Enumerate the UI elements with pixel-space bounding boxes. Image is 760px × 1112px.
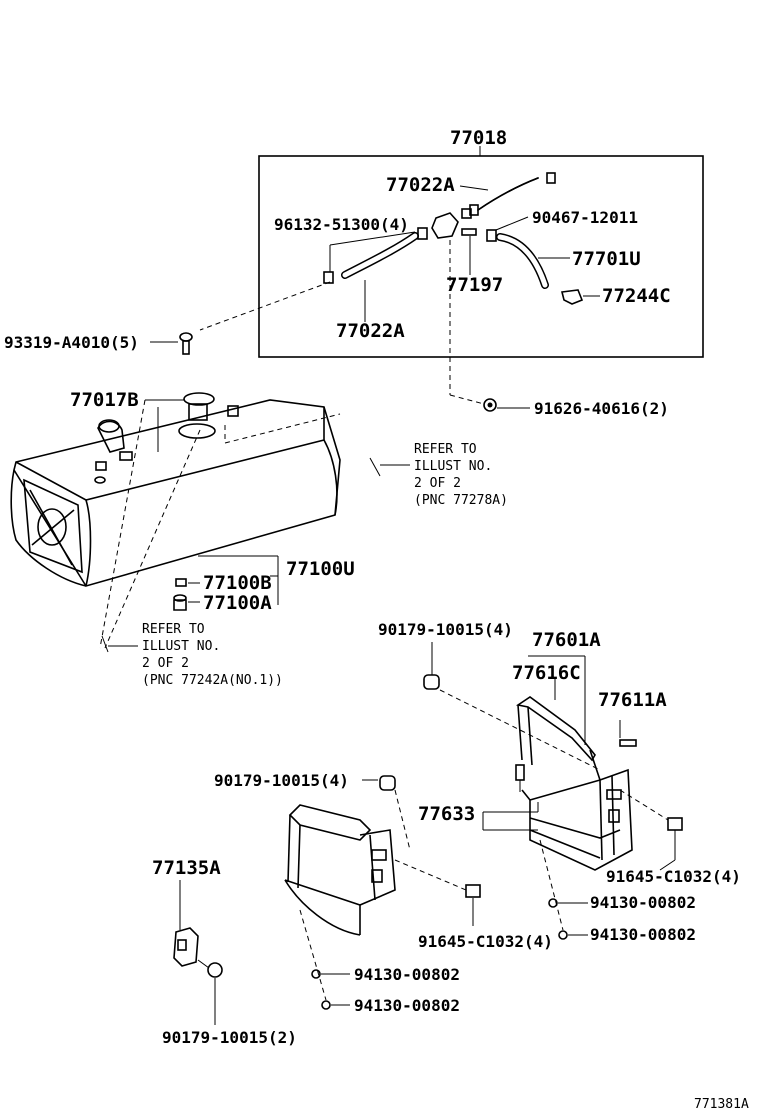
label-91626-40616: 91626-40616(2) <box>534 399 669 418</box>
clamp-96132 <box>417 227 428 240</box>
nut-90179-top <box>423 674 440 690</box>
joint-fitting <box>431 212 459 239</box>
label-77022a-bottom: 77022A <box>336 320 405 342</box>
label-77616c: 77616C <box>512 662 581 684</box>
label-90179-10015-mid: 90179-10015(4) <box>214 771 349 790</box>
label-77022a-top: 77022A <box>386 174 455 196</box>
nut-90179-bot <box>207 962 223 978</box>
fuel-tank <box>10 392 341 611</box>
gasket-77100b <box>175 578 187 587</box>
hose-clip-top <box>546 172 556 184</box>
refer-note-1-line3: 2 OF 2 <box>414 476 461 491</box>
bolt-91645-right <box>667 817 683 831</box>
carrier-right <box>423 642 683 940</box>
nut-90179-mid <box>379 775 396 791</box>
bracket-77244c <box>561 289 584 305</box>
label-77100u: 77100U <box>286 558 355 580</box>
refer-note-2-line4: (PNC 77242A(NO.1)) <box>142 673 283 688</box>
label-90179-10015-bottom: 90179-10015(2) <box>162 1028 297 1047</box>
refer-note-1-line2: ILLUST NO. <box>414 459 492 474</box>
hose-kit-box <box>258 155 704 358</box>
drain-plug-77100a <box>173 599 187 611</box>
label-77611a: 77611A <box>598 689 667 711</box>
label-96132-51300: 96132-51300(4) <box>274 215 409 234</box>
label-94130-00802-r1: 94130-00802 <box>590 893 696 912</box>
refer-note-1-line1: REFER TO <box>414 442 477 457</box>
label-77601a: 77601A <box>532 629 601 651</box>
hose-kit-group <box>258 146 704 358</box>
label-77701u: 77701U <box>572 248 641 270</box>
label-77017b: 77017B <box>70 389 139 411</box>
gauge-plate-77017b <box>183 392 215 406</box>
label-77135a: 77135A <box>152 857 221 879</box>
bracket-77135a <box>173 880 223 1025</box>
refer-note-2-line1: REFER TO <box>142 622 205 637</box>
refer-note-2-line2: ILLUST NO. <box>142 639 220 654</box>
bolt-93319 <box>150 332 193 355</box>
bolt-91645-mid <box>465 884 481 898</box>
illustration-id: 771381A <box>694 1097 749 1112</box>
refer-note-1-line4: (PNC 77278A) <box>414 493 508 508</box>
label-77633: 77633 <box>418 803 475 825</box>
label-93319-a4010: 93319-A4010(5) <box>4 333 139 352</box>
label-94130-00802-l2: 94130-00802 <box>354 996 460 1015</box>
carrier-left <box>284 775 481 1010</box>
label-94130-00802-r2: 94130-00802 <box>590 925 696 944</box>
bolt-91626 <box>483 398 530 412</box>
label-77244c: 77244C <box>602 285 671 307</box>
label-90467-12011: 90467-12011 <box>532 208 638 227</box>
label-94130-00802-l1: 94130-00802 <box>354 965 460 984</box>
clip-90467 <box>486 229 497 242</box>
refer-note-2-line3: 2 OF 2 <box>142 656 189 671</box>
label-91645-c1032-right: 91645-C1032(4) <box>606 867 741 886</box>
filler-neck <box>97 420 125 453</box>
label-77197: 77197 <box>446 274 503 296</box>
hose-77022a-upper <box>477 177 539 211</box>
label-77018: 77018 <box>450 127 507 149</box>
label-91645-c1032-mid: 91645-C1032(4) <box>418 932 553 951</box>
label-90179-10015-top: 90179-10015(4) <box>378 620 513 639</box>
label-77100b: 77100B <box>203 572 272 594</box>
label-77100a: 77100A <box>203 592 272 614</box>
